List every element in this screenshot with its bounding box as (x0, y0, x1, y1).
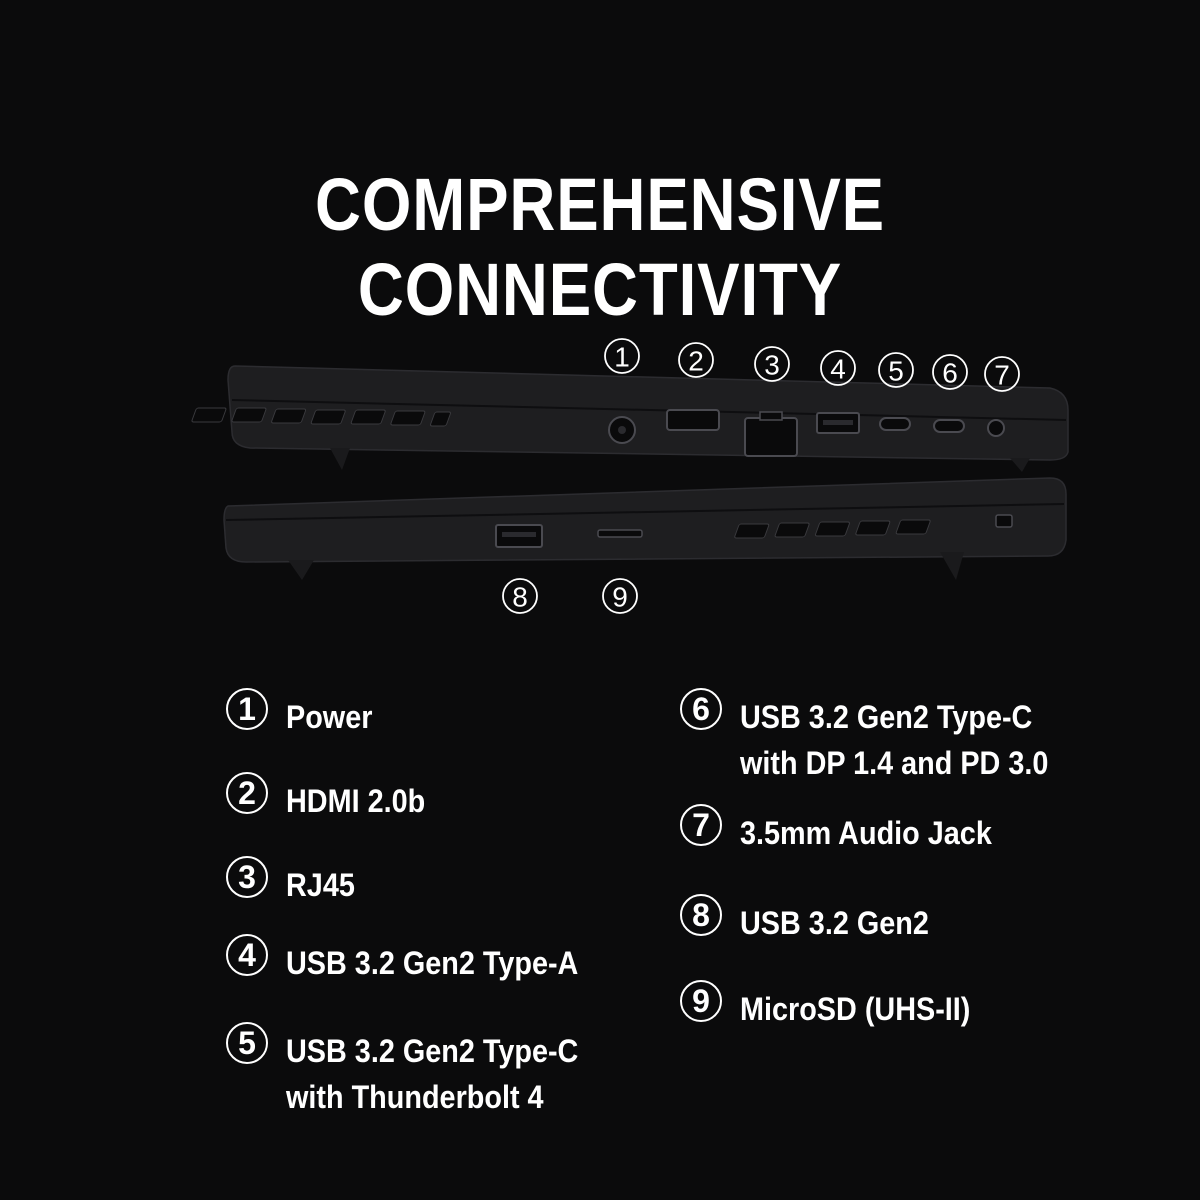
legend-number-badge: 8 (680, 894, 722, 936)
legend-label: HDMI 2.0b (286, 783, 426, 819)
legend-number-badge: 3 (226, 856, 268, 898)
port-markers-bottom (502, 578, 638, 614)
laptop-right-side (223, 477, 1067, 580)
legend-label: USB 3.2 Gen2 (740, 905, 929, 941)
usb-c-dp-port (933, 419, 965, 433)
laptop-side-views: 1 2 3 4 5 6 7 8 9 (191, 338, 1069, 614)
legend-number-badge: 5 (226, 1022, 268, 1064)
rj45-port (744, 417, 798, 457)
marker-6: 6 (942, 358, 958, 389)
marker-8: 8 (512, 582, 528, 613)
marker-1: 1 (614, 342, 630, 373)
port-markers-top (604, 338, 1020, 392)
legend-label: 3.5mm Audio Jack (740, 815, 992, 851)
legend-number-badge: 7 (680, 804, 722, 846)
audio-jack (987, 419, 1005, 437)
hdmi-port (666, 409, 720, 431)
legend-label: MicroSD (UHS-II) (740, 991, 971, 1027)
marker-5: 5 (888, 356, 904, 387)
microsd-slot (597, 529, 643, 538)
legend-item: 8 USB 3.2 Gen2 (680, 894, 950, 946)
kensington-lock (995, 514, 1013, 528)
legend-number-badge: 6 (680, 688, 722, 730)
legend-item: 2 HDMI 2.0b (226, 772, 441, 824)
legend-number-badge: 9 (680, 980, 722, 1022)
legend-number-badge: 1 (226, 688, 268, 730)
legend-label: RJ45 (286, 867, 355, 903)
legend-item: 1 Power (226, 688, 382, 740)
legend-item: 3 RJ45 (226, 856, 363, 908)
legend-item: 7 3.5mm Audio Jack (680, 804, 1020, 856)
legend-number-badge: 4 (226, 934, 268, 976)
marker-3: 3 (764, 350, 780, 381)
legend-label: Power (286, 699, 373, 735)
page-title: COMPREHENSIVE CONNECTIVITY (315, 163, 885, 331)
laptop-left-side (191, 365, 1069, 472)
legend-item: 9 MicroSD (UHS-II) (680, 980, 996, 1032)
marker-7: 7 (994, 360, 1010, 391)
marker-4: 4 (830, 354, 846, 385)
legend-label: USB 3.2 Gen2 Type-A (286, 945, 579, 981)
legend-item: 4 USB 3.2 Gen2 Type-A (226, 934, 611, 986)
marker-9: 9 (612, 582, 628, 613)
marker-2: 2 (688, 346, 704, 377)
usb-c-tb-port (879, 417, 911, 431)
legend-number-badge: 2 (226, 772, 268, 814)
